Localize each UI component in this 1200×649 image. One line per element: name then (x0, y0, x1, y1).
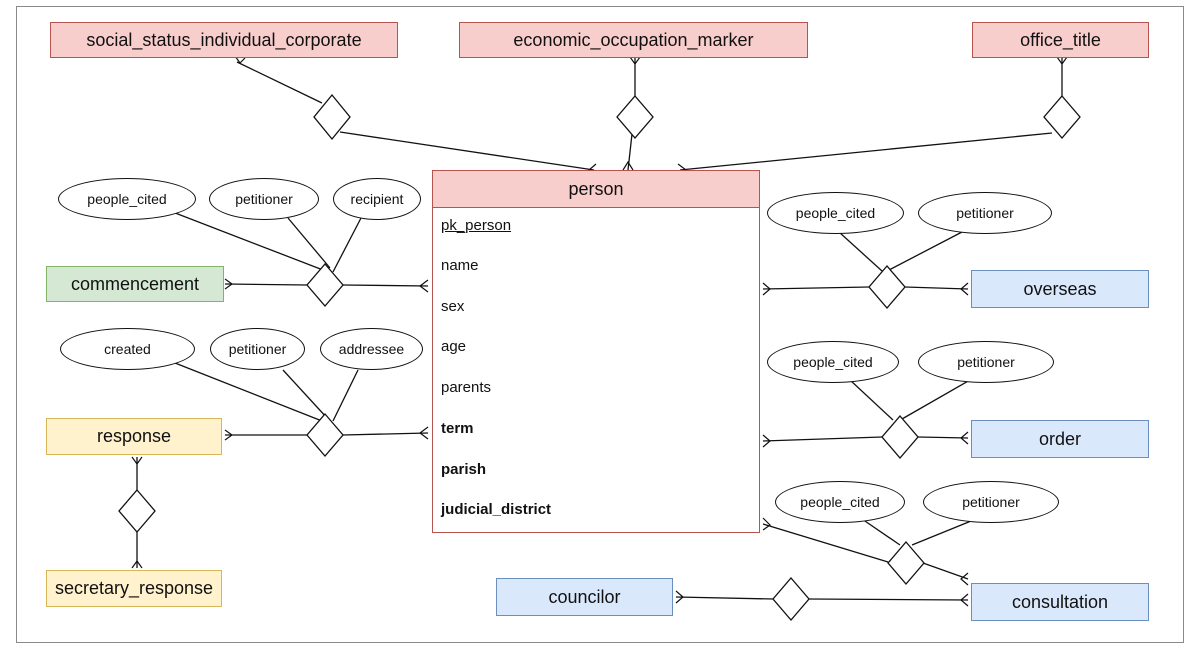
diagram-frame (16, 6, 1184, 643)
crows-foot-person-mid (622, 160, 634, 171)
relationship-diamond-response (306, 413, 344, 457)
edge-petitioner-diamond-5 (911, 518, 977, 546)
crows-foot-person-order (762, 434, 771, 448)
attr-created-response[interactable]: created (60, 328, 195, 370)
field-term: term (441, 420, 474, 437)
entity-consultation[interactable]: consultation (971, 583, 1149, 621)
attr-people-cited-order[interactable]: people_cited (767, 341, 899, 383)
relationship-diamond-councilor (772, 577, 810, 621)
crows-foot-person-overseas (762, 282, 771, 296)
crows-foot-person-consultation (762, 517, 771, 531)
field-pk-person: pk_person (441, 217, 512, 234)
crows-foot-consultation-2 (960, 593, 969, 607)
entity-economic-occupation[interactable]: economic_occupation_marker (459, 22, 808, 58)
crows-foot-commencement (224, 278, 234, 290)
attr-petitioner-commencement[interactable]: petitioner (209, 178, 319, 220)
attr-petitioner-consultation[interactable]: petitioner (923, 481, 1059, 523)
entity-response[interactable]: response (46, 418, 222, 455)
crows-foot-consultation-1 (960, 572, 969, 586)
edge-created-diamond (174, 362, 323, 422)
attr-people-cited-commencement[interactable]: people_cited (58, 178, 196, 220)
relationship-diamond-office (1043, 95, 1081, 139)
entity-councilor[interactable]: councilor (496, 578, 673, 616)
crows-foot-response (224, 429, 234, 441)
crows-foot-councilor (675, 590, 684, 604)
edge-diamond-person-3 (679, 132, 1053, 171)
relationship-diamond-consultation (887, 541, 925, 585)
attr-recipient-commencement[interactable]: recipient (333, 178, 421, 220)
edge-diamond-person-5 (342, 432, 429, 436)
attr-petitioner-order[interactable]: petitioner (918, 341, 1054, 383)
edge-diamond-consultation-2 (808, 598, 969, 601)
relationship-diamond-secretary (118, 489, 156, 533)
crows-foot-social (234, 55, 246, 64)
field-age: age (441, 338, 467, 355)
field-parents: parents (441, 379, 492, 396)
crows-foot-secretary-top (131, 559, 143, 569)
edge-diamond-order (917, 436, 969, 439)
entity-office-title[interactable]: office_title (972, 22, 1149, 58)
edge-people-cited-diamond-3 (838, 231, 883, 272)
relationship-diamond-commencement (306, 263, 344, 307)
field-judicial-district: judicial_district (441, 501, 552, 518)
relationship-diamond-social (313, 93, 351, 141)
crows-foot-office (1056, 56, 1068, 66)
edge-petitioner-diamond-4 (901, 379, 971, 420)
crows-foot-economic (629, 56, 641, 66)
crows-foot-person-4 (419, 279, 429, 293)
crows-foot-response-bottom (131, 456, 143, 466)
entity-secretary-response[interactable]: secretary_response (46, 570, 222, 607)
attr-addressee-response[interactable]: addressee (320, 328, 423, 370)
edge-diamond-person-1 (339, 131, 595, 171)
edge-people-cited-diamond-1 (169, 210, 324, 271)
crows-foot-overseas (960, 282, 969, 296)
edge-diamond-person-4 (342, 284, 429, 287)
attr-petitioner-overseas[interactable]: petitioner (918, 192, 1052, 234)
entity-person[interactable]: person pk_person name sex age parents te… (432, 170, 760, 533)
edge-commencement-diamond (224, 283, 308, 286)
edge-diamond-overseas (904, 286, 969, 290)
field-parish: parish (441, 461, 487, 478)
crows-foot-order (960, 431, 969, 445)
field-name: name (441, 257, 479, 274)
edge-petitioner-diamond-1 (287, 217, 331, 269)
attr-people-cited-overseas[interactable]: people_cited (767, 192, 904, 234)
edge-diamond-consultation (922, 562, 969, 580)
entity-commencement[interactable]: commencement (46, 266, 224, 302)
crows-foot-person-5 (419, 426, 429, 440)
edge-petitioner-diamond-3 (888, 231, 963, 271)
relationship-diamond-overseas (868, 265, 906, 309)
relationship-diamond-order (881, 415, 919, 459)
person-title: person (433, 171, 759, 208)
edge-addressee-diamond (332, 369, 359, 422)
field-sex: sex (441, 298, 465, 315)
entity-overseas[interactable]: overseas (971, 270, 1149, 308)
edge-petitioner-diamond-2 (282, 369, 329, 420)
edge-recipient-diamond-1 (332, 217, 362, 273)
entity-social-status[interactable]: social_status_individual_corporate (50, 22, 398, 58)
edge-person-overseas-diamond (762, 286, 870, 290)
entity-order[interactable]: order (971, 420, 1149, 458)
edge-people-cited-diamond-4 (849, 379, 894, 421)
edge-people-cited-diamond-5 (861, 518, 901, 546)
relationship-diamond-economic (616, 95, 654, 139)
edge-person-consultation-diamond (762, 523, 889, 563)
attr-petitioner-response[interactable]: petitioner (210, 328, 305, 370)
edge-social-status-diamond (236, 61, 323, 104)
edge-person-order-diamond (762, 436, 883, 442)
edge-councilor-diamond (675, 596, 774, 600)
attr-people-cited-consultation[interactable]: people_cited (775, 481, 905, 523)
